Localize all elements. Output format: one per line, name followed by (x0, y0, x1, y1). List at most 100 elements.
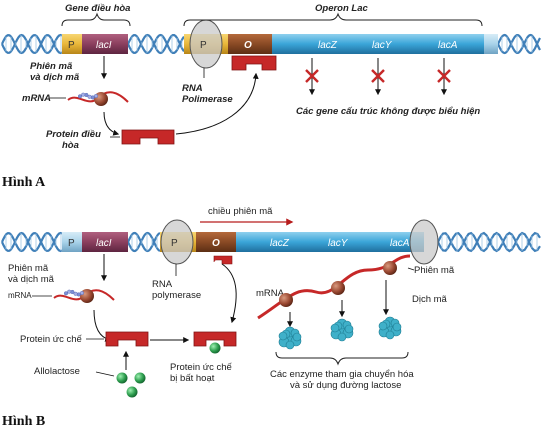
release-arrow (221, 263, 237, 324)
polysome-ribosome-3 (383, 261, 397, 275)
transcription-label-a1: Phiên mã (30, 61, 73, 72)
transcription-label-a2: và dịch mã (30, 72, 80, 83)
enzyme-lobe (330, 323, 340, 333)
transcription-label-b2: và dịch mã (8, 274, 55, 285)
enzymes-group (278, 316, 402, 350)
laca-label: lacA (438, 40, 458, 51)
allolactose-pointer (95, 371, 115, 377)
helix-strand (1, 33, 63, 55)
gene-p-label: P (68, 40, 75, 51)
operator-block-b (196, 232, 236, 252)
peptide-bead (77, 94, 82, 99)
allolactose-label: Allolactose (34, 366, 80, 377)
lacy-label-b: lacY (328, 238, 349, 249)
regulatory-promoter-block-b (62, 232, 82, 252)
enzyme-lobe (278, 331, 288, 341)
peptide-bead (93, 93, 98, 98)
structural-genes-block-b (236, 232, 424, 252)
helix-strand (497, 33, 541, 54)
peptide-chain-b (63, 289, 84, 297)
transcription-direction-label: chiều phiên mã (208, 206, 273, 217)
dna-helix-b (1, 231, 541, 253)
regulatory-gene-label: Gene điều hòa (65, 3, 130, 14)
enzyme-1 (278, 326, 302, 350)
transcription-pointer-b (407, 267, 415, 271)
enzyme-2 (330, 318, 354, 342)
polysome-ribosome-1 (279, 293, 293, 307)
helix-strand (497, 34, 541, 55)
rna-polymerase-b-start (160, 219, 194, 265)
allolactose-molecule-3 (126, 386, 138, 398)
operon-brace (183, 12, 483, 27)
enzyme-lobe (392, 322, 402, 332)
helix-strand (127, 231, 161, 253)
enzyme-lobe (337, 332, 347, 342)
enzyme-lobe (385, 330, 395, 340)
peptide-bead (76, 292, 81, 297)
laci-gene-block-b (82, 232, 128, 252)
gene-p-label-b: P (68, 238, 75, 249)
laci-label-b: lacI (96, 238, 112, 249)
enzyme-lobe (344, 324, 354, 334)
peptide-bead (63, 291, 68, 296)
enzyme-bracket (275, 351, 409, 366)
helix-strand (1, 231, 63, 253)
peptide-bead (73, 291, 78, 296)
operator-block (228, 34, 272, 54)
enzymes-label-2: và sử dụng đường lactose (290, 380, 401, 391)
transcription-label-b: Phiên mã (414, 265, 455, 276)
laci-label: lacI (96, 40, 112, 51)
enzyme-lobe (378, 321, 388, 331)
helix-strand (437, 231, 541, 253)
enzyme-lobe (292, 332, 302, 342)
rna-polymerase-b-label-2: polymerase (152, 290, 201, 301)
lacz-label: lacZ (318, 40, 338, 51)
blocked-expression-arrows (305, 58, 451, 96)
enzymes-label-1: Các enzyme tham gia chuyển hóa (270, 369, 414, 380)
rna-polymerase-b-label-1: RNA (152, 279, 173, 290)
figure-b: P lacI O lacZ lacY lacA P chiều phiên mã… (1, 206, 541, 429)
rna-polymerase-b-end (409, 219, 439, 265)
regulatory-protein-label-2: hòa (62, 140, 79, 151)
regulatory-protein-label-1: Protein điều (46, 129, 101, 140)
laca-label-b: lacA (390, 238, 410, 249)
laci-gene-block (82, 34, 128, 54)
operator-label: O (244, 40, 252, 51)
mrna-label-a: mRNA (22, 93, 51, 104)
translation-arrow-a (103, 111, 120, 136)
enzyme-lobe (285, 340, 295, 350)
figure-b-caption: Hình B (2, 414, 45, 429)
operon-label: Operon Lac (315, 3, 369, 14)
inactivated-label-1: Protein ức chế (170, 362, 233, 373)
operator-repressor-fragment (213, 255, 233, 265)
dna-helix-a (1, 33, 541, 55)
figure-a: P lacI O lacZ lacY lacA P Gene điều hòa … (1, 3, 541, 190)
rna-polymerase-label-line1: RNA (182, 83, 203, 94)
regulatory-gene-brace (61, 12, 131, 27)
helix-strand (1, 231, 63, 253)
peptide-bead (79, 291, 84, 296)
helix-strand (437, 231, 541, 253)
rna-polymerase-label-line2: Polimerase (182, 94, 233, 105)
allolactose-molecule-1 (116, 372, 128, 384)
lacz-label-b: lacZ (270, 238, 290, 249)
mrna-label-polysome: mRNA (256, 288, 285, 299)
polysome-ribosome-2 (331, 281, 345, 295)
peptide-bead (67, 289, 72, 294)
enzyme-3 (378, 316, 402, 340)
lacy-label: lacY (372, 40, 393, 51)
repressor-binding-arrow (175, 72, 259, 135)
translation-label-b: Dịch mã (412, 294, 448, 305)
regulatory-protein-a (121, 129, 175, 145)
helix-strand (127, 231, 161, 253)
helix-strand (1, 33, 63, 55)
mrna-label-b: mRNA (8, 291, 32, 300)
transcription-label-b1: Phiên mã (8, 263, 49, 274)
peptide-bead (81, 92, 86, 97)
not-expressed-label: Các gene cấu trúc không được biểu hiện (296, 106, 480, 117)
repressor-label: Protein ức chế (20, 334, 83, 345)
inactivated-repressor (193, 331, 237, 347)
figure-a-caption: Hình A (2, 175, 46, 190)
promoter-label-b: P (171, 238, 178, 249)
